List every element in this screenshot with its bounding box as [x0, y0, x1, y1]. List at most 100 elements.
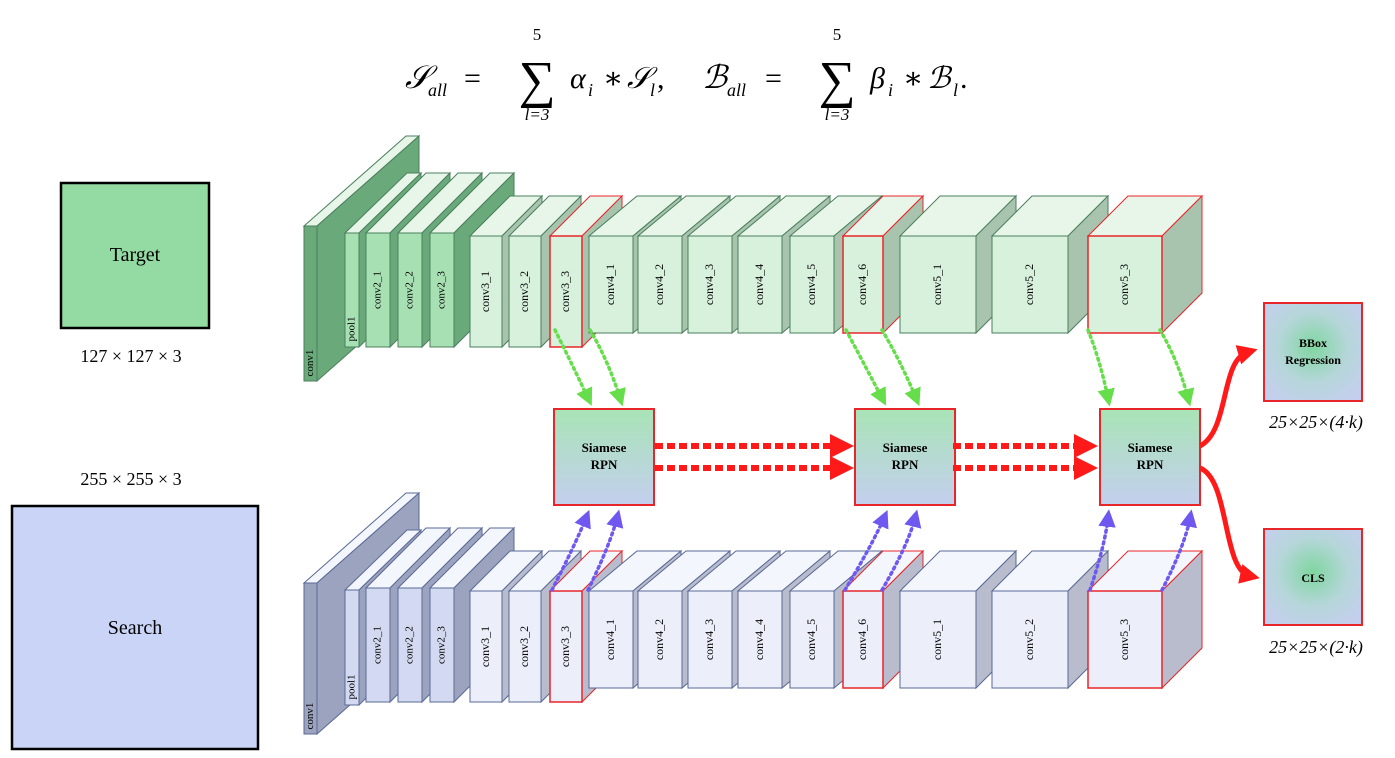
- target-input-dims: 127 × 127 × 3: [80, 346, 181, 366]
- layer-front-face: [789, 235, 835, 334]
- layer-front-face: [303, 225, 318, 382]
- formula-right-symbol: ℬ: [702, 59, 730, 95]
- layer-front-face: [899, 590, 977, 689]
- layer-label: conv1: [304, 350, 316, 377]
- rpn-line2: RPN: [1137, 457, 1164, 472]
- layer-front-face: [687, 590, 733, 689]
- layer-front-face: [588, 590, 634, 689]
- layer-front-face: [1087, 235, 1163, 334]
- layer-front-face: [397, 232, 423, 348]
- layer-label: conv4_1: [603, 264, 617, 305]
- layer-front-face: [469, 235, 503, 348]
- rpn-box: [1099, 408, 1201, 506]
- layer-label: conv3_2: [517, 626, 531, 667]
- layer-front-face: [429, 232, 455, 348]
- layer-label: conv4_6: [855, 264, 869, 305]
- formula-left-coef: α: [570, 62, 587, 95]
- layer-label: conv4_4: [752, 619, 766, 660]
- rpn-line1: Siamese: [582, 440, 627, 455]
- blue-arrow: [586, 509, 624, 592]
- green-arrow: [553, 328, 593, 406]
- rpn-line2: RPN: [591, 457, 618, 472]
- formula-right-sum-bottom: l=3: [825, 105, 850, 124]
- blue-arrow: [1160, 509, 1198, 592]
- search-input-dims: 255 × 255 × 3: [80, 469, 181, 489]
- layer-label: conv3_3: [558, 626, 572, 667]
- layer-label: conv2_1: [372, 626, 384, 664]
- cls-output-box: [1263, 528, 1363, 626]
- layer-label: conv4_2: [652, 264, 666, 305]
- target-feature-arrows: [553, 328, 1195, 407]
- layer-label: conv5_2: [1022, 264, 1036, 305]
- formula-left-term-sub: l: [650, 80, 655, 100]
- rpn-line1: Siamese: [883, 440, 928, 455]
- layer-label: conv2_3: [436, 626, 448, 664]
- layer-conv5_3: conv5_3: [1086, 549, 1204, 690]
- layer-label: conv4_1: [603, 619, 617, 660]
- formula-left: 𝒮 all = 5 ∑ l=3 α i ∗ 𝒮 l ,: [405, 25, 665, 124]
- formula-left-sum-bottom: l=3: [525, 105, 550, 124]
- layer-label: conv5_3: [1117, 619, 1131, 660]
- formula-right-term: ℬ: [927, 62, 953, 95]
- layer-front-face: [508, 590, 542, 703]
- layer-label: pool1: [346, 674, 358, 699]
- rpn-line2: RPN: [892, 457, 919, 472]
- layer-front-face: [899, 235, 977, 334]
- layer-label: conv4_5: [804, 619, 818, 660]
- formula-left-tail: ,: [657, 62, 665, 95]
- formula-right-star: ∗: [903, 62, 923, 95]
- bbox-output-box: [1263, 302, 1363, 402]
- layer-label: conv4_4: [752, 264, 766, 305]
- formula-right-coef-sub: i: [888, 80, 893, 100]
- layer-front-face: [588, 235, 634, 334]
- target-input-box: [59, 181, 211, 330]
- green-arrow: [880, 328, 921, 407]
- layer-label: conv5_2: [1022, 619, 1036, 660]
- layer-label: conv5_1: [930, 619, 944, 660]
- bbox-output: BBox Regression 25×25×(4·k): [1263, 302, 1363, 433]
- layer-front-face: [842, 590, 884, 689]
- target-input: Target 127 × 127 × 3: [59, 181, 211, 366]
- layer-label: conv3_1: [478, 271, 492, 312]
- search-input: 255 × 255 × 3 Search: [10, 469, 260, 751]
- cls-output: CLS 25×25×(2·k): [1263, 528, 1363, 658]
- layer-label: conv2_2: [404, 626, 416, 664]
- layer-label: conv1: [304, 703, 316, 730]
- layer-front-face: [737, 235, 783, 334]
- layer-label: conv3_3: [558, 271, 572, 312]
- bbox-output-arrow: [1198, 345, 1258, 449]
- layer-front-face: [365, 587, 391, 703]
- search-backbone: conv1 pool1 conv2_1 conv2_2 conv2_3 conv3_1 co…: [302, 491, 1204, 736]
- blue-arrow: [880, 509, 922, 592]
- rpn-aggregation-arrows: [655, 434, 1098, 480]
- cls-output-arrow: [1198, 465, 1260, 584]
- bbox-output-dims: 25×25×(4·k): [1269, 412, 1363, 433]
- layer-label: conv2_3: [436, 271, 448, 309]
- layer-front-face: [303, 582, 318, 735]
- layer-front-face: [842, 235, 884, 334]
- layer-front-face: [991, 235, 1069, 334]
- layer-label: conv3_1: [478, 626, 492, 667]
- rpn-box: [553, 408, 655, 506]
- layer-front-face: [789, 590, 835, 689]
- cls-output-label: CLS: [1301, 571, 1325, 585]
- layer-label: pool1: [346, 316, 358, 341]
- formula-left-equals: =: [464, 62, 481, 95]
- layer-label: conv4_2: [652, 619, 666, 660]
- rpn-box: [854, 408, 956, 506]
- layer-front-face: [1087, 590, 1163, 689]
- layer-label: conv3_2: [517, 271, 531, 312]
- layer-label: conv4_6: [855, 619, 869, 660]
- search-input-box: [10, 504, 260, 751]
- target-input-label: Target: [110, 244, 161, 266]
- layer-label: conv4_3: [702, 264, 716, 305]
- search-input-label: Search: [108, 617, 162, 639]
- layer-conv5_3: conv5_3: [1086, 194, 1204, 335]
- green-arrow: [844, 328, 887, 406]
- layer-front-face: [365, 232, 391, 348]
- formula-left-sum-top: 5: [533, 25, 542, 44]
